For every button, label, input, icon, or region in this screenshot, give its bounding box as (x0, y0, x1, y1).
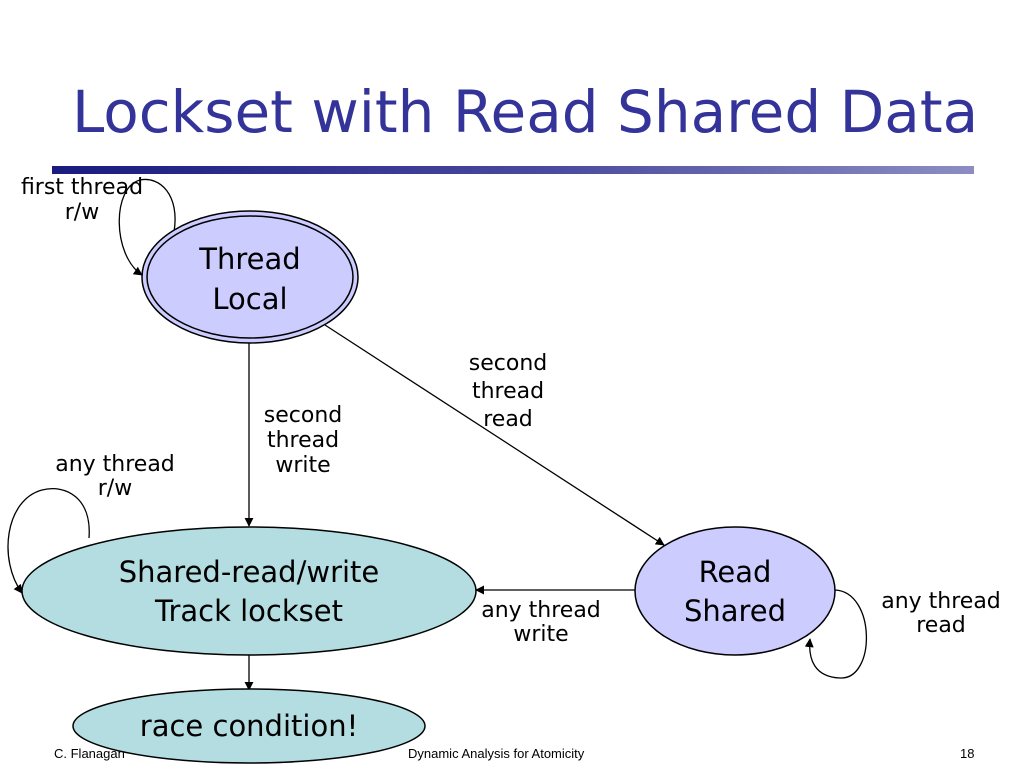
title-underline-bar (52, 166, 974, 174)
label-any-thread-write: any thread write (481, 598, 601, 647)
label-any-thread-read: any thread read (881, 589, 1001, 638)
label-second-thread-read-line3: read (483, 407, 533, 432)
label-first-thread-rw-line1: first thread (21, 175, 143, 200)
node-read-shared-line2: Shared (684, 594, 786, 628)
label-second-thread-write: second thread write (264, 403, 342, 478)
edge-second-thread-read (324, 324, 665, 546)
label-any-thread-read-line2: read (916, 613, 966, 638)
label-second-thread-write-line1: second (264, 403, 342, 428)
label-any-thread-write-line1: any thread (481, 598, 601, 623)
label-first-thread-rw-line2: r/w (65, 200, 99, 225)
label-first-thread-rw: first thread r/w (21, 175, 143, 225)
label-any-thread-rw: any thread r/w (55, 452, 175, 501)
node-thread-local: Thread Local (141, 210, 359, 344)
node-shared-rw-line1: Shared-read/write (119, 555, 380, 589)
node-read-shared: Read Shared (634, 526, 836, 656)
label-second-thread-write-line3: write (275, 453, 330, 478)
node-shared-read-write: Shared-read/write Track lockset (21, 526, 477, 656)
edge-any-thread-rw (7, 488, 90, 594)
node-race-condition: race condition! (72, 688, 426, 764)
footer-talk-title: Dynamic Analysis for Atomicity (408, 746, 585, 761)
node-race-line1: race condition! (140, 709, 358, 743)
edge-first-thread-rw (118, 178, 176, 276)
label-second-thread-write-line2: thread (267, 428, 339, 453)
label-any-thread-rw-line1: any thread (55, 452, 175, 477)
label-any-thread-write-line2: write (513, 622, 568, 647)
label-any-thread-rw-line2: r/w (98, 476, 132, 501)
node-thread-local-line2: Local (212, 282, 287, 316)
footer-author: C. Flanagan (54, 746, 125, 761)
slide-title: Lockset with Read Shared Data (72, 78, 979, 146)
footer-page-number: 18 (960, 746, 975, 761)
label-second-thread-read-line2: thread (472, 379, 544, 404)
node-read-shared-line1: Read (699, 555, 772, 589)
label-second-thread-read-line1: second (469, 351, 547, 376)
node-thread-local-line1: Thread (198, 242, 300, 276)
node-shared-rw-line2: Track lockset (154, 594, 343, 628)
edge-any-thread-read (804, 589, 867, 679)
label-any-thread-read-line1: any thread (881, 589, 1001, 614)
label-second-thread-read: second thread read (469, 351, 547, 432)
